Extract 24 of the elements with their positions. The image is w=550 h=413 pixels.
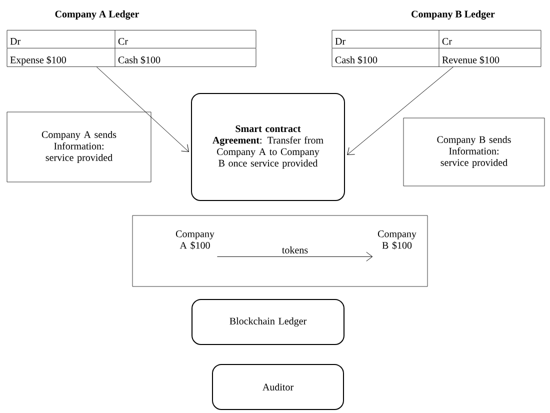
arrow [347,66,454,155]
table-heading: Company A Ledger [55,10,139,20]
edge-label: tokens [280,245,310,254]
ledger-table: Dr Cr Expense $100 Cash $100 [6,30,256,67]
arrow [216,252,373,262]
party-text: Company B $100 [378,230,416,250]
party-text: Company A $100 [176,230,214,250]
table-heading: Company B Ledger [412,10,495,20]
process-box: Auditor [212,364,344,410]
node-label: Dr [335,38,346,45]
node-label: Cr [118,38,128,45]
info-box: Company A sends Information: service provided [6,112,152,182]
info-box: Company B sends Information: service provided [403,118,545,186]
process-box: Blockchain Ledger [192,299,344,345]
node-label: Cash $100 [118,56,160,64]
node-label: Cr [442,38,452,45]
node-label: Dr [10,38,20,45]
node-label: Revenue $100 [442,56,500,64]
ledger-table: Dr Cr Cash $100 Revenue $100 [332,30,542,67]
arrow [96,66,189,152]
transfer-panel [132,215,428,287]
node-label: Expense $100 [10,56,66,66]
node-label: Cash $100 [335,56,378,64]
smart-contract-box: Smart contract Agreement: Transfer from Company A to Company B once service provided [191,93,345,201]
